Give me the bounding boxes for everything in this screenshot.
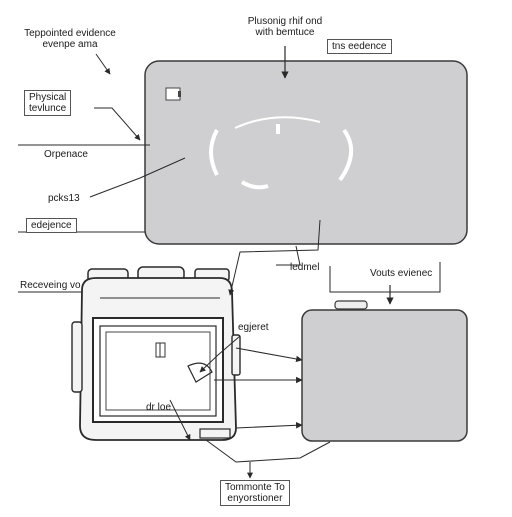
label-bottom-line1: Tommonte To [225, 482, 285, 493]
arrow-camera-to-panel-3 [235, 421, 303, 429]
label-top-center-line1: Plusonig rhif ond [247, 16, 323, 27]
label-ledmel: ledmel [290, 262, 320, 273]
right-panel-tab [334, 300, 368, 310]
panel-corner-icon [165, 87, 181, 101]
label-pokes: pcks13 [48, 193, 80, 204]
label-top-center-line2: with bemtuce [255, 27, 315, 38]
label-drloe: dr loe [146, 402, 172, 413]
label-top-left: Teppointed evidence evenpe ama [18, 28, 122, 50]
line-vouts [329, 262, 441, 293]
label-bottom: Tommonte To enyorstioner [220, 480, 290, 506]
label-physical: Physical tevlunce [24, 90, 72, 116]
right-panel [301, 309, 468, 442]
label-top-center: Plusonig rhif ond with bemtuce [230, 16, 340, 38]
line-ledmel [276, 245, 301, 266]
arrow-physical [94, 107, 141, 141]
line-bottom [205, 439, 331, 463]
label-egjeret: egjeret [238, 322, 269, 333]
label-top-right: tns eedence [327, 39, 392, 54]
lens-arc-top [234, 116, 321, 129]
top-panel [144, 60, 468, 245]
line-panel-to-camera [228, 219, 321, 296]
label-top-left-line2: evenpe ama [42, 39, 98, 50]
label-top-left-line1: Teppointed evidence [24, 28, 116, 39]
label-receiving: Receveing vo [20, 280, 81, 291]
arrow-camera-to-panel-1 [235, 347, 303, 363]
label-vouts: Vouts evienec [370, 268, 433, 279]
lens-arc-right [338, 128, 353, 182]
camera-body [71, 266, 241, 441]
arrow-drloe [169, 399, 191, 441]
panel-corner-icon-dot [178, 91, 181, 97]
line-pokes [89, 157, 186, 198]
label-bottom-line2: enyorstioner [227, 493, 283, 504]
lens-arc-left [209, 129, 219, 176]
lens-arc-bottom [240, 180, 269, 190]
arrow-egjeret [199, 335, 241, 373]
label-physical-line1: Physical [29, 92, 67, 103]
label-edejence: edejence [26, 218, 77, 233]
label-orpenace: Orpenace [44, 149, 88, 160]
label-physical-line2: tevlunce [29, 103, 67, 114]
arrow-top-left [95, 53, 111, 75]
